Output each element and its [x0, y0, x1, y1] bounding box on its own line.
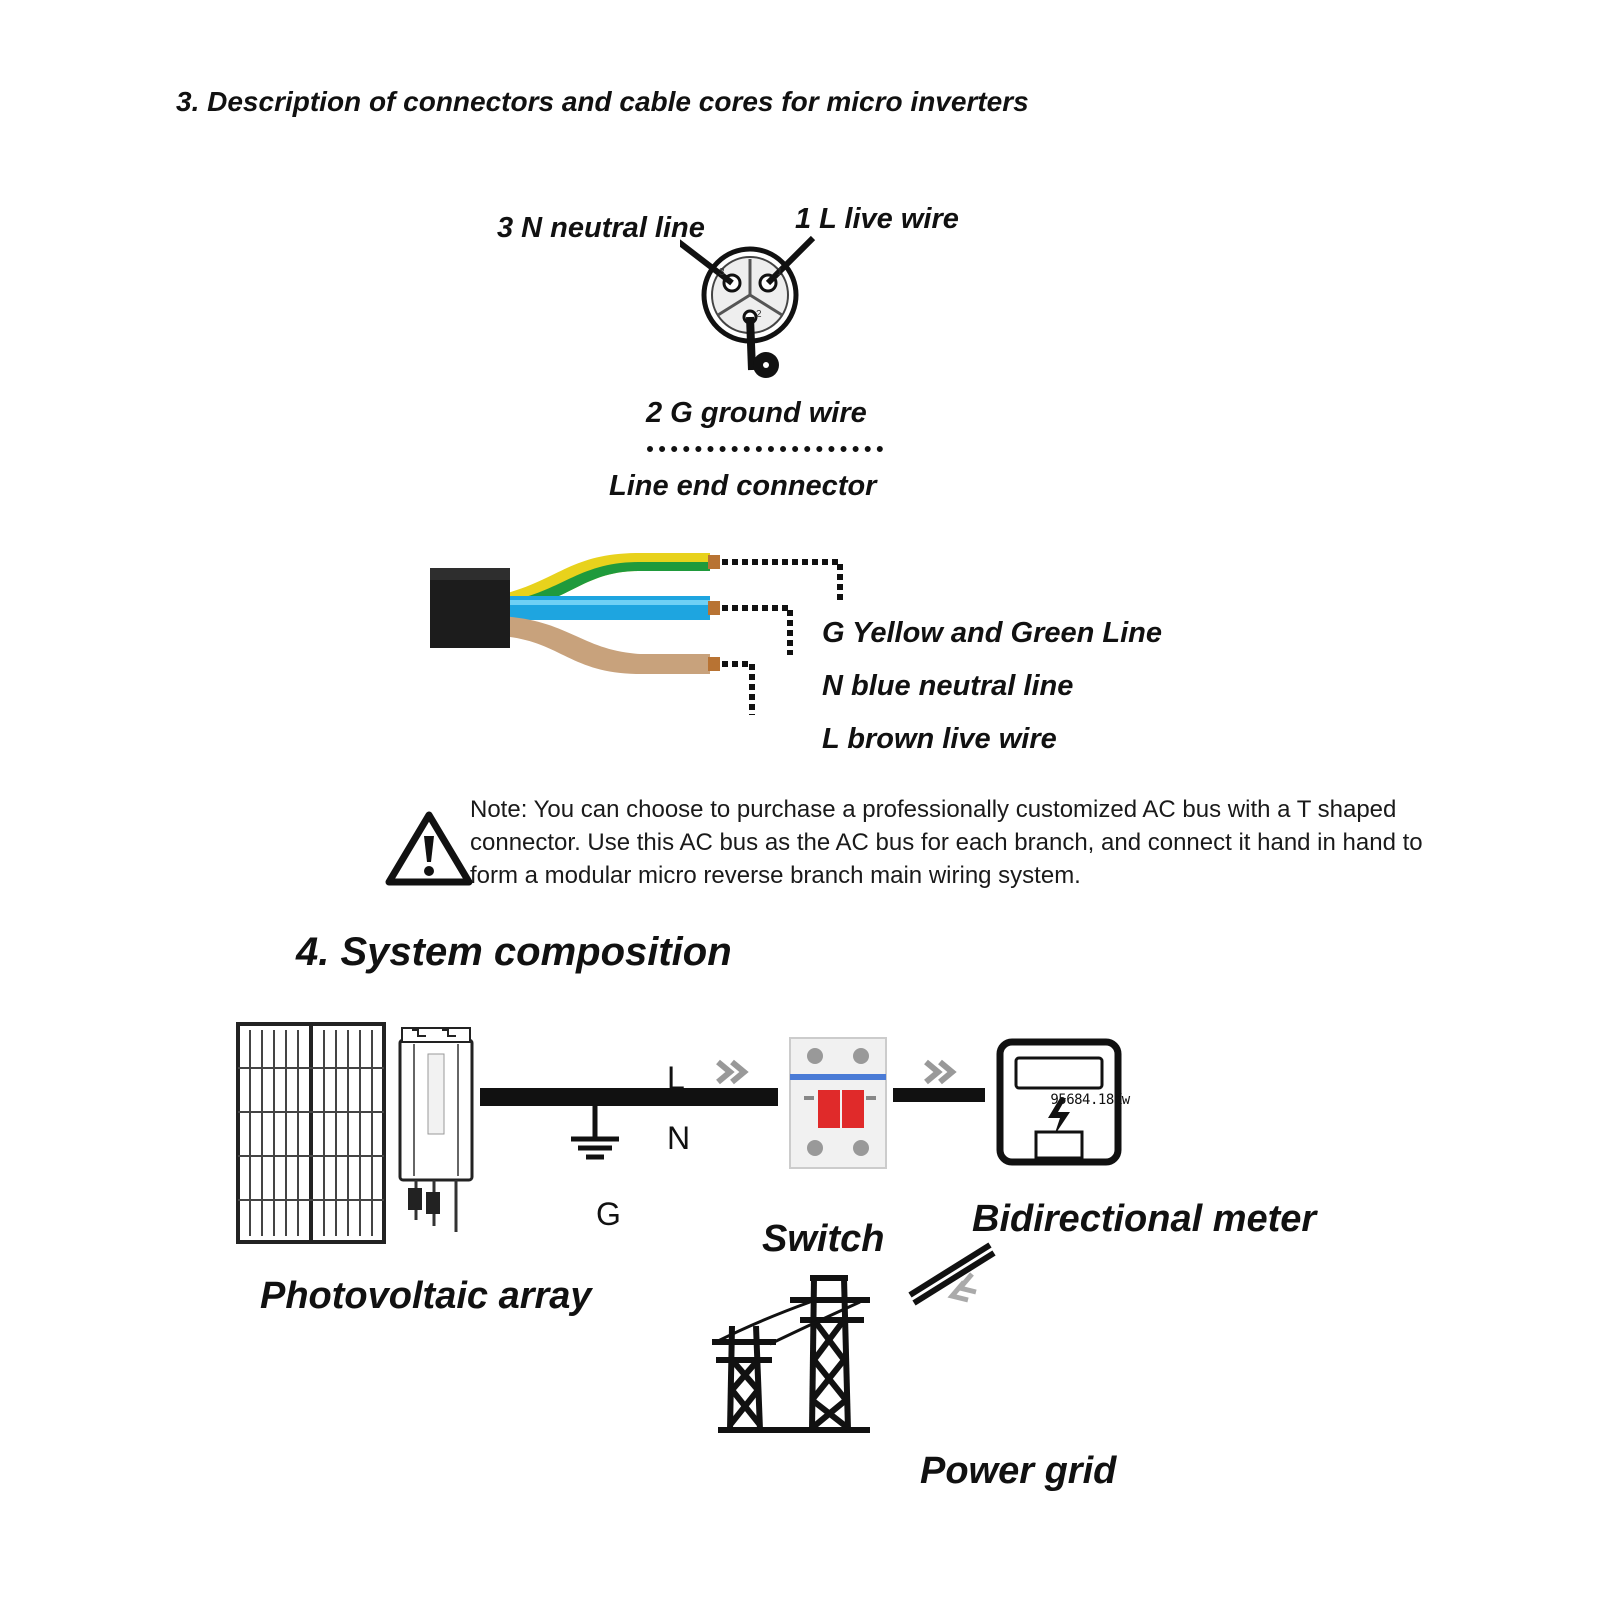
- ground-G-label: G: [596, 1196, 621, 1232]
- power-grid-label: Power grid: [920, 1450, 1117, 1492]
- live-wire-label: 1 L live wire: [795, 203, 959, 235]
- section-4-title: 4. System composition: [296, 930, 732, 974]
- cable-neutral-label: N blue neutral line: [822, 670, 1074, 702]
- electric-meter-icon: [996, 1038, 1122, 1166]
- return-arrow-icon: [947, 1272, 977, 1303]
- system-diagram: [236, 1022, 1122, 1433]
- bus-N-label: N: [667, 1120, 691, 1156]
- cable-ground-label: G Yellow and Green Line: [822, 617, 1163, 649]
- dotted-divider: [647, 446, 883, 452]
- ground-wire-label: 2 G ground wire: [646, 397, 867, 429]
- circuit-breaker-icon: [789, 1037, 887, 1169]
- bidirectional-meter-label: Bidirectional meter: [972, 1198, 1317, 1240]
- ground-symbol-icon: [571, 1106, 619, 1160]
- warning-icon: [385, 811, 473, 886]
- meter-link-line: [893, 1088, 985, 1102]
- micro-inverter-icon: [398, 1027, 474, 1232]
- pin-number-1: 1: [777, 267, 783, 278]
- solar-panel-icon: [236, 1022, 386, 1244]
- pin-number-3: 3: [719, 267, 725, 278]
- meter-reading: 95684.18Kw: [1050, 1092, 1130, 1108]
- direction-arrow-icon: [924, 1059, 957, 1085]
- cable-diagram: [430, 553, 843, 715]
- line-end-connector-label: Line end connector: [609, 470, 877, 502]
- cable-live-label: L brown live wire: [822, 723, 1057, 755]
- direction-arrow-icon: [716, 1059, 749, 1085]
- pin-number-2: 2: [756, 309, 762, 320]
- connector-icon: 3 1 2: [680, 235, 816, 378]
- note-text: Note: You can choose to purchase a profe…: [470, 796, 1423, 889]
- bus-L-label: L: [667, 1060, 685, 1096]
- connector-diagram: 3 1 2: [680, 235, 816, 378]
- grid-link-line: [908, 1242, 996, 1306]
- ac-bus-line: [480, 1088, 778, 1106]
- photovoltaic-array-label: Photovoltaic array: [260, 1275, 592, 1317]
- section-3-title: 3. Description of connectors and cable c…: [176, 86, 1029, 117]
- neutral-line-label: 3 N neutral line: [497, 212, 705, 244]
- switch-label: Switch: [762, 1218, 885, 1260]
- power-tower-icon: [712, 1275, 870, 1433]
